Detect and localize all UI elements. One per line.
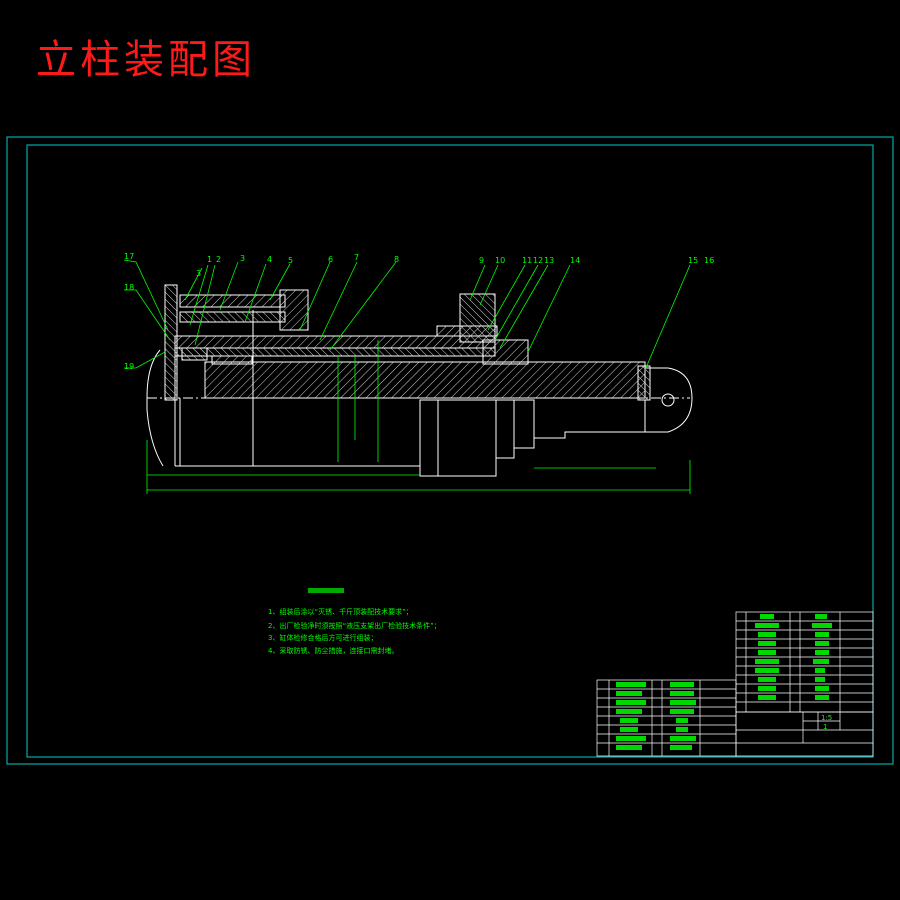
notes-heading-mark bbox=[308, 588, 344, 593]
page-title: 立柱装配图 bbox=[36, 37, 256, 83]
balloon-3b: 3 bbox=[240, 254, 245, 263]
balloon-labels: 17 1 2 3 3 4 5 6 7 8 9 10 11 12 13 14 15… bbox=[124, 252, 714, 371]
parts-list-text-marks bbox=[616, 614, 832, 750]
balloon-1: 1 bbox=[207, 255, 212, 264]
balloon-10: 10 bbox=[495, 256, 505, 265]
title-block bbox=[735, 711, 874, 757]
balloon-16: 16 bbox=[704, 256, 714, 265]
balloon-17: 17 bbox=[124, 252, 134, 261]
leader-lines bbox=[123, 259, 691, 371]
scale-value: 1:5 bbox=[821, 714, 832, 722]
outer-frame bbox=[6, 136, 894, 765]
balloon-19: 19 bbox=[124, 362, 134, 371]
inner-frame bbox=[26, 144, 874, 758]
balloon-12: 12 bbox=[533, 256, 543, 265]
balloon-7: 7 bbox=[354, 253, 359, 262]
balloon-11: 11 bbox=[522, 256, 532, 265]
parts-list-upper bbox=[735, 611, 874, 713]
note-line-3: 3、缸体检修合格后方可进行组装； bbox=[268, 633, 377, 642]
balloon-5: 5 bbox=[288, 256, 293, 265]
note-line-1: 1、组装后涂以“灭锈、千斤顶装配技术要求”； bbox=[268, 607, 413, 616]
note-line-4: 4、采取防锈、防尘措施，连接口需封堵。 bbox=[268, 646, 398, 655]
sheet-count: 1 bbox=[823, 723, 827, 731]
balloon-6: 6 bbox=[328, 255, 333, 264]
cylinder-section bbox=[146, 284, 693, 477]
balloon-14: 14 bbox=[570, 256, 580, 265]
balloon-4: 4 bbox=[267, 255, 272, 264]
technical-notes: 1、组装后涂以“灭锈、千斤顶装配技术要求”； 2、出厂检验净时须按照“液压支架出… bbox=[268, 588, 441, 655]
note-line-2: 2、出厂检验净时须按照“液压支架出厂检验技术条件”； bbox=[268, 621, 441, 630]
balloon-13: 13 bbox=[544, 256, 554, 265]
balloon-15: 15 bbox=[688, 256, 698, 265]
balloon-8: 8 bbox=[394, 255, 399, 264]
balloon-2: 2 bbox=[216, 255, 221, 264]
balloon-3: 3 bbox=[196, 269, 201, 278]
balloon-9: 9 bbox=[479, 256, 484, 265]
dimension-lines bbox=[146, 340, 691, 494]
title-block-text: 1:5 1 bbox=[821, 714, 832, 731]
balloon-18: 18 bbox=[124, 283, 134, 292]
